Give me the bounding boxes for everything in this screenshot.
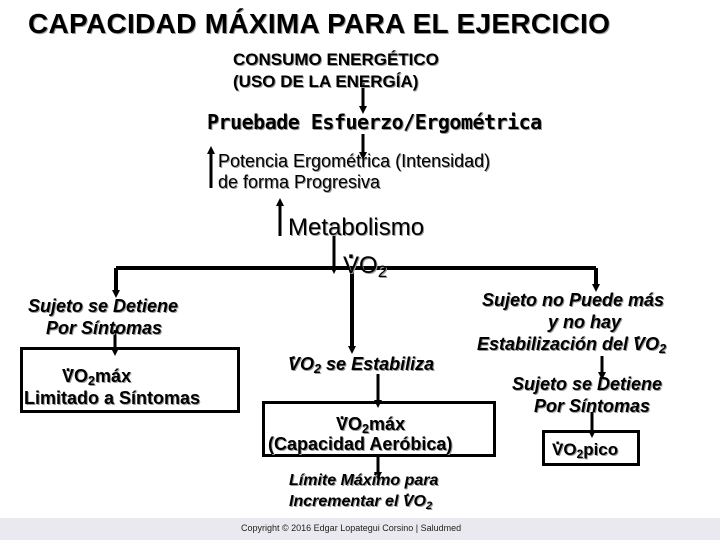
left-box-sub: 2: [88, 374, 96, 389]
right-nopuede-v: V: [633, 334, 645, 355]
center-box-line1: VO2máx: [336, 414, 405, 435]
metabolismo-label: Metabolismo: [288, 214, 425, 241]
left-box-line1: VO2máx: [62, 366, 131, 387]
potencia-line1: Potencia Ergométrica (Intensidad): [218, 151, 491, 171]
left-detiene-line1: Sujeto se Detiene: [28, 296, 179, 316]
limite-line2: Incrementar el VO2: [289, 493, 432, 511]
center-estab-v: V: [288, 354, 300, 375]
center-box-max: máx: [369, 414, 406, 434]
right-nopuede-line1: Sujeto no Puede más: [482, 290, 665, 310]
footer-bar: [0, 518, 720, 540]
center-vo2max-box: [262, 401, 496, 457]
center-box-v: V: [336, 414, 348, 435]
right-box-label: VO2pico: [552, 440, 618, 460]
center-box-o: O: [348, 414, 363, 434]
center-estab-o: O: [300, 354, 315, 374]
consumo-line2: (USO DE LA ENERGÍA): [233, 72, 419, 91]
limite-line1: Límite Máximo para: [289, 472, 439, 489]
right-detiene-line1: Sujeto se Detiene: [512, 374, 663, 394]
center-estabiliza: VO2 se Estabiliza: [288, 354, 434, 375]
right-box-o: O: [563, 440, 577, 459]
vo2-center-v: V: [343, 252, 359, 280]
limite-line2-pre: Incrementar el: [289, 493, 403, 510]
right-nopuede-sub: 2: [659, 342, 667, 357]
page-title: CAPACIDAD MÁXIMA PARA EL EJERCICIO: [28, 8, 611, 39]
left-box-v: V: [62, 366, 74, 387]
left-box-o: O: [74, 366, 89, 386]
vo2-center-sub: 2: [377, 262, 388, 282]
right-box-pico: pico: [583, 440, 619, 459]
limite-o: O: [413, 493, 426, 510]
left-detiene-line2: Por Síntomas: [46, 318, 163, 338]
limite-sub: 2: [425, 499, 433, 512]
right-box-sub: 2: [576, 446, 584, 461]
right-nopuede-line2: y no hay: [548, 312, 622, 332]
center-box-sub: 2: [362, 422, 370, 437]
center-estab-sub: 2: [314, 362, 322, 377]
right-nopuede-o: O: [645, 334, 660, 354]
left-vo2max-box: [20, 347, 240, 413]
prueba-label: Pruebade Esfuerzo/Ergométrica: [207, 110, 542, 134]
vo2-center: VO2: [343, 252, 387, 280]
right-detiene-line2: Por Síntomas: [534, 396, 651, 416]
right-nopuede-line3: Estabilización del VO2: [477, 334, 666, 355]
potencia-line2: de forma Progresiva: [218, 172, 381, 192]
limite-v: V: [403, 493, 414, 511]
right-box-v: V: [552, 440, 563, 460]
vo2-center-o: O: [359, 252, 378, 279]
footer-copyright: Copyright © 2016 Edgar Lopategui Corsino…: [241, 523, 462, 533]
consumo-line1: CONSUMO ENERGÉTICO: [233, 50, 439, 69]
center-estab-rest: se Estabiliza: [321, 354, 435, 374]
left-box-line2: Limitado a Síntomas: [24, 388, 201, 408]
center-box-line2: (Capacidad Aeróbica): [268, 434, 453, 454]
right-nopuede-line3-pre: Estabilización del: [477, 334, 634, 354]
right-vo2pico-box: [542, 430, 640, 466]
left-box-max: máx: [95, 366, 132, 386]
